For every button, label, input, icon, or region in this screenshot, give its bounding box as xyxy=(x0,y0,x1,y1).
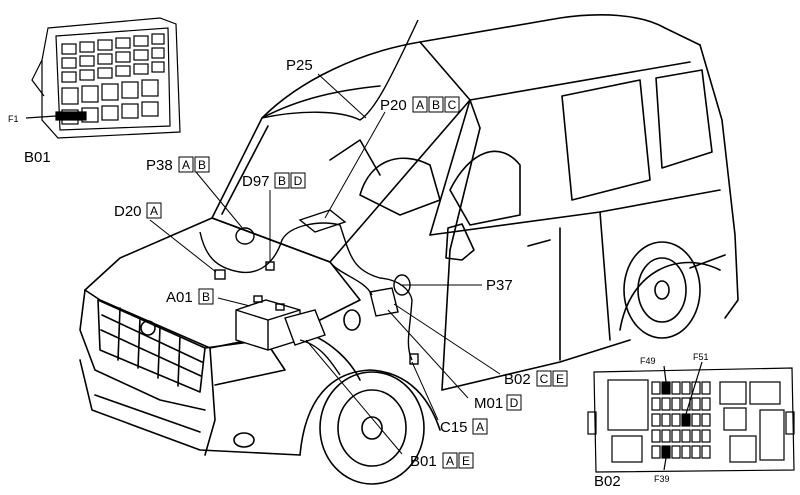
inset-b02-fuse-f51: F51 xyxy=(693,352,709,362)
c15-connector xyxy=(409,353,419,365)
callout-text-m01: M01 xyxy=(474,395,503,412)
code-letter-c15-a: A xyxy=(476,420,484,434)
callout-text-p38: P38 xyxy=(146,157,173,174)
fusebox-b01 xyxy=(284,309,326,346)
p20-module xyxy=(298,209,347,233)
callout-text-c15: C15 xyxy=(440,419,468,436)
code-box-d97-b xyxy=(274,172,290,189)
callout-text-b02: B02 xyxy=(504,371,531,388)
b02-f51-fuse xyxy=(682,414,690,426)
code-letter-d97-d: D xyxy=(294,174,303,188)
code-letter-p20-b: B xyxy=(432,98,440,112)
code-box-p20-c xyxy=(444,96,460,113)
d97-connector xyxy=(265,261,275,271)
code-letter-p38-a: A xyxy=(182,158,190,172)
callout-text-a01: A01 xyxy=(166,289,193,306)
leader-lines xyxy=(149,73,501,455)
components xyxy=(199,19,419,376)
fusebox-b02 xyxy=(369,287,399,317)
b02-f39-fuse xyxy=(662,446,670,458)
code-box-m01-d xyxy=(506,394,522,411)
code-box-a01-b xyxy=(198,288,214,305)
inset-b02-title: B02 xyxy=(594,473,621,490)
b01-f1-fuse xyxy=(55,111,87,121)
callout-text-d20: D20 xyxy=(114,203,142,220)
code-box-b01-a xyxy=(442,452,458,469)
code-letter-b02-e: E xyxy=(556,372,564,386)
code-letter-p38-b: B xyxy=(198,158,206,172)
code-box-d97-d xyxy=(290,172,306,189)
code-box-b02-e xyxy=(552,370,568,387)
code-box-p38-a xyxy=(178,156,194,173)
b02-relay-grid xyxy=(607,379,785,463)
code-letter-b01-e: E xyxy=(462,454,470,468)
inset-b02 xyxy=(587,361,795,473)
code-letter-b01-a: A xyxy=(446,454,454,468)
code-letter-b02-c: C xyxy=(540,372,549,386)
van-illustration xyxy=(79,14,739,485)
inset-b01-fuse-label: F1 xyxy=(8,114,19,124)
code-letter-m01-d: D xyxy=(510,396,519,410)
code-letter-a01-b: B xyxy=(202,290,210,304)
b01-fuse-grid xyxy=(61,33,165,125)
p38-sensor xyxy=(235,227,255,245)
callout-text-d97: D97 xyxy=(242,173,270,190)
callout-text-b01: B01 xyxy=(410,453,437,470)
callout-text-p20: P20 xyxy=(380,97,407,114)
callout-c15: C15 A xyxy=(440,418,488,436)
code-box-b01-e xyxy=(458,452,474,469)
d20-connector xyxy=(214,269,226,280)
code-box-b02-c xyxy=(536,370,552,387)
code-letter-d20-a: A xyxy=(150,204,158,218)
code-letter-p20-a: A xyxy=(416,98,424,112)
label-p37: P37 xyxy=(486,277,513,294)
code-box-p38-b xyxy=(194,156,210,173)
code-letter-p20-c: C xyxy=(448,98,457,112)
code-box-p20-a xyxy=(412,96,428,113)
wiring-harness xyxy=(199,222,413,361)
b02-f49-fuse xyxy=(662,382,670,394)
inset-b02-fuse-f49: F49 xyxy=(640,356,656,366)
code-letter-d97-b: B xyxy=(278,174,286,188)
callout-m01: M01 D xyxy=(474,394,522,412)
code-box-d20-a xyxy=(146,202,162,219)
inset-b01 xyxy=(25,17,181,139)
inset-b01-title: B01 xyxy=(24,149,51,166)
battery-a01 xyxy=(235,295,301,351)
code-box-c15-a xyxy=(472,418,488,435)
callout-a01: A01 B xyxy=(166,288,214,306)
callout-d20: D20 A xyxy=(114,202,162,220)
label-p25: P25 xyxy=(286,57,313,74)
inset-b02-fuse-f39: F39 xyxy=(654,474,670,484)
code-box-p20-b xyxy=(428,96,444,113)
